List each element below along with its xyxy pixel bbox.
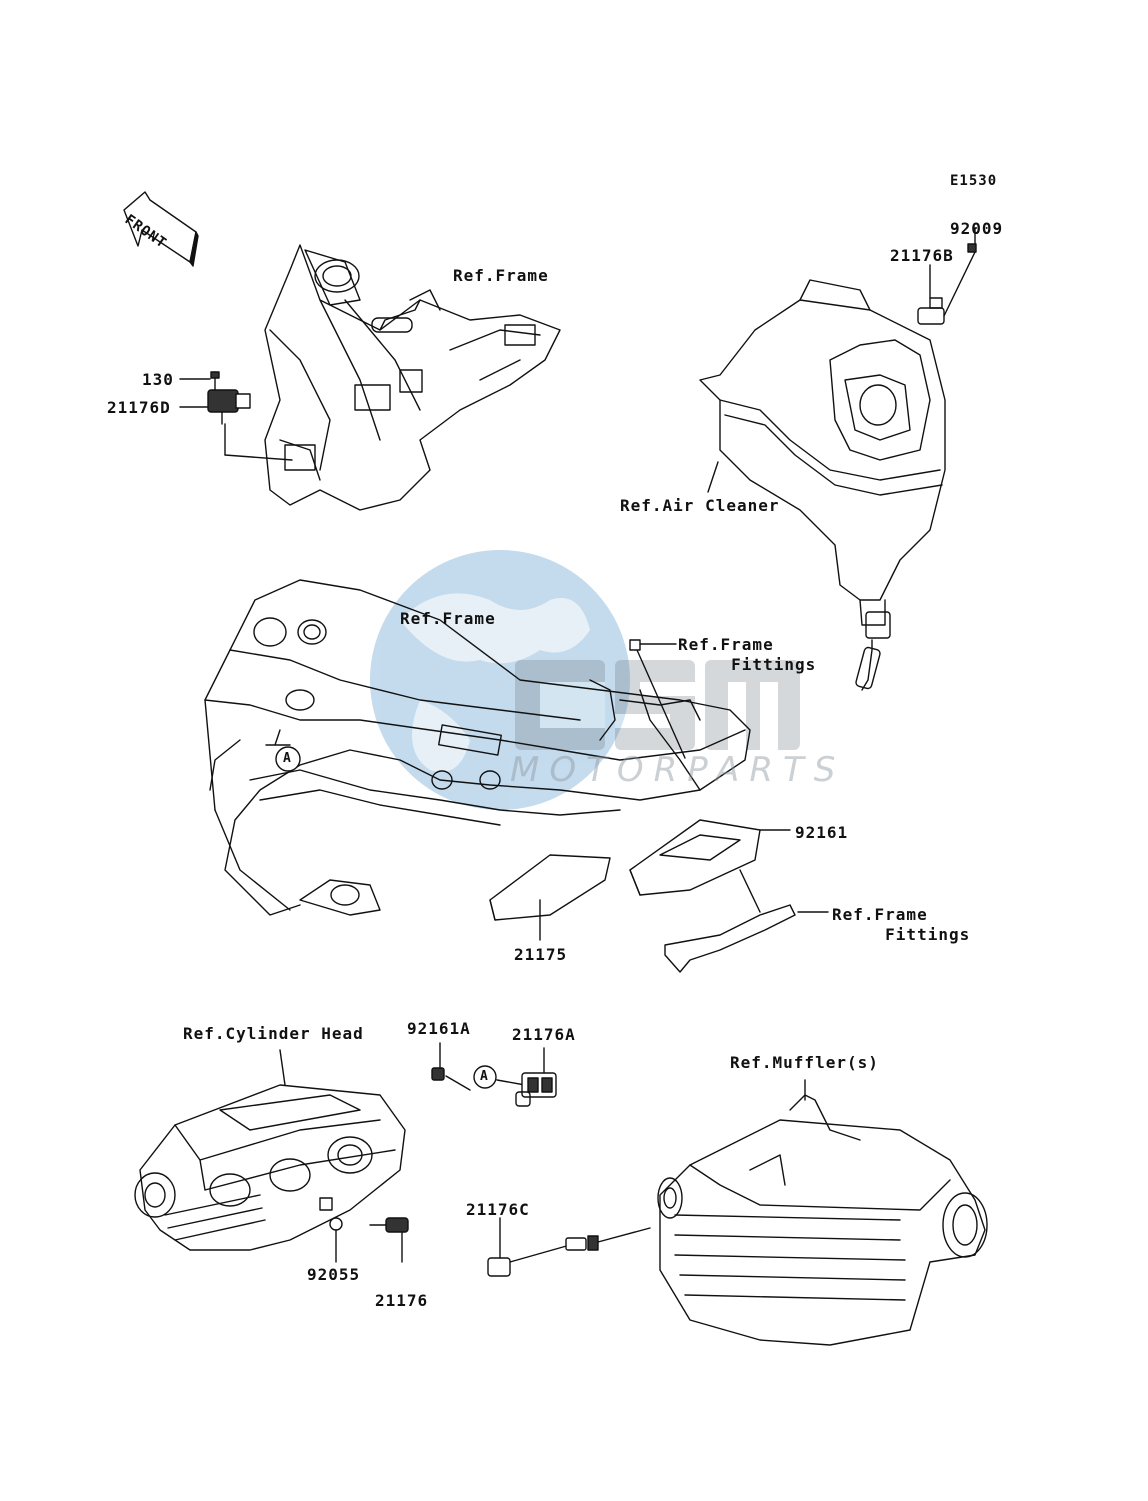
pad-92161-drawing xyxy=(630,820,790,895)
callout-ref-mufflers: Ref.Muffler(s) xyxy=(730,1053,879,1072)
cylinder-head-drawing xyxy=(135,1050,405,1250)
pad-21175-drawing xyxy=(490,855,610,940)
callout-21176A: 21176A xyxy=(512,1025,576,1044)
watermark-globe-icon xyxy=(370,550,630,810)
upper-frame-drawing xyxy=(225,245,560,510)
callout-ref-air-cleaner: Ref.Air Cleaner xyxy=(620,496,780,515)
callout-92055: 92055 xyxy=(307,1265,361,1284)
bracket-frame-fittings-drawing xyxy=(665,870,828,972)
sensor-21176-drawing xyxy=(330,1218,408,1262)
watermark-subtext: MOTORPARTS xyxy=(510,750,846,790)
sensor-21176A-drawing xyxy=(432,1043,556,1106)
callout-21176B: 21176B xyxy=(890,246,954,265)
sensor-21176B-drawing xyxy=(918,228,976,324)
callout-ref-frame-top: Ref.Frame xyxy=(453,266,549,285)
bolt-ref-frame-fittings-drawing xyxy=(630,640,676,650)
muffler-drawing xyxy=(658,1080,987,1345)
callout-92161: 92161 xyxy=(795,823,849,842)
marker-a-frame-drawing xyxy=(266,730,300,771)
sensor-21176C-drawing xyxy=(488,1218,650,1276)
callout-ref-frame-mid: Ref.Frame xyxy=(400,609,496,628)
marker-a-sensor: A xyxy=(480,1069,489,1084)
callout-21175: 21175 xyxy=(514,945,568,964)
callout-ref-frame-fittings-1: Ref.Frame Fittings xyxy=(678,635,817,674)
marker-a-frame: A xyxy=(283,751,292,766)
diagram-code: E1530 xyxy=(950,173,998,189)
callout-130: 130 xyxy=(142,370,174,389)
callout-ref-frame-fittings-2: Ref.Frame Fittings xyxy=(832,905,971,944)
callout-ref-cylinder-head: Ref.Cylinder Head xyxy=(183,1024,364,1043)
callout-21176C: 21176C xyxy=(466,1200,530,1219)
main-frame-drawing xyxy=(205,580,750,915)
sensor-21176D-drawing xyxy=(180,372,250,455)
callout-92161A: 92161A xyxy=(407,1019,471,1038)
callout-92009: 92009 xyxy=(950,219,1004,238)
callout-21176D: 21176D xyxy=(107,398,171,417)
front-arrow-icon xyxy=(124,192,198,266)
callout-21176: 21176 xyxy=(375,1291,429,1310)
air-cleaner-drawing xyxy=(700,280,945,690)
